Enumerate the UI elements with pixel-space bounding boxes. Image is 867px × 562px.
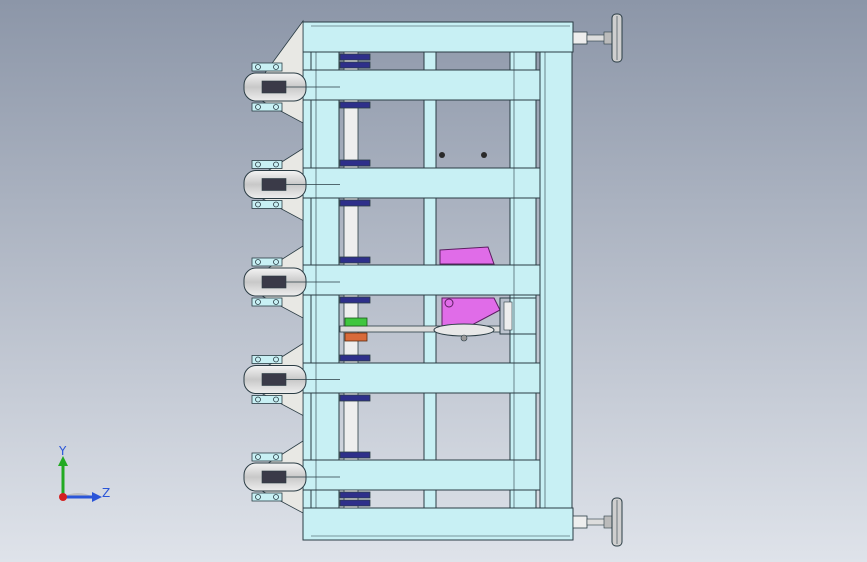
bolt-icon xyxy=(273,299,279,305)
roller-hub xyxy=(261,470,287,484)
conveyor-frame[interactable] xyxy=(302,21,574,541)
screw-icon xyxy=(481,152,487,158)
cross-beam-4[interactable] xyxy=(302,362,541,394)
foot-nut xyxy=(572,515,588,529)
shaft-group xyxy=(339,51,371,509)
roller-hub xyxy=(261,178,287,191)
frame-bottom-beam[interactable] xyxy=(302,507,574,541)
leveling-feet xyxy=(572,13,623,547)
roller-hub xyxy=(261,80,287,94)
bolt-icon xyxy=(273,454,279,460)
shaft-collar xyxy=(339,354,371,362)
bolt-icon xyxy=(273,201,279,208)
bearing-block-top xyxy=(251,355,283,364)
bearing-block-top xyxy=(251,62,283,72)
sprocket xyxy=(344,332,368,342)
shaft-collar xyxy=(339,53,371,61)
bearing-block-bottom xyxy=(251,200,283,209)
vertical-shaft xyxy=(343,197,359,266)
foot-lock-nut xyxy=(603,31,613,45)
screw-icon xyxy=(439,152,445,158)
pulley-hub-icon xyxy=(460,334,468,342)
shaft-collar xyxy=(339,394,371,402)
cross-beam-5[interactable] xyxy=(302,459,541,491)
y-arrowhead-icon xyxy=(58,456,68,466)
bolt-icon xyxy=(273,64,279,70)
leveling-foot-top[interactable] xyxy=(572,13,623,63)
cross-beam-2[interactable] xyxy=(302,167,541,199)
motor-bracket[interactable] xyxy=(499,297,537,335)
shaft-collar xyxy=(339,159,371,167)
roller-hub xyxy=(261,373,287,386)
motor-housing[interactable] xyxy=(441,297,501,327)
bolt-icon xyxy=(255,396,261,403)
bolt-icon xyxy=(273,259,279,265)
bolt-icon xyxy=(273,356,279,363)
bearing-block-top xyxy=(251,257,283,267)
bolt-icon xyxy=(255,104,261,110)
shaft-collar xyxy=(339,296,371,304)
bearing-block-top xyxy=(251,160,283,169)
shaft-collar xyxy=(339,199,371,207)
bolt-icon xyxy=(255,64,261,70)
frame-top-beam[interactable] xyxy=(302,21,574,53)
roller-5[interactable] xyxy=(243,440,340,514)
vertical-shaft xyxy=(343,99,359,169)
motor-mount-plate[interactable] xyxy=(439,246,495,265)
shaft-collar xyxy=(339,451,371,459)
z-arrowhead-icon xyxy=(92,492,102,502)
bolt-icon xyxy=(273,104,279,110)
shaft-collar xyxy=(339,499,371,507)
bolt-icon xyxy=(273,494,279,500)
foot-nut xyxy=(572,31,588,45)
motor-bracket-plate xyxy=(503,301,513,331)
bolt-icon xyxy=(255,259,261,265)
bearing-block-top xyxy=(251,452,283,462)
bolt-icon xyxy=(273,396,279,403)
shaft-collar xyxy=(339,61,371,69)
bearing-block-bottom xyxy=(251,395,283,404)
triad-origin-icon xyxy=(59,493,67,501)
chain-guide xyxy=(344,317,368,327)
frame-edge-lines xyxy=(311,25,570,537)
drive-assembly[interactable] xyxy=(339,246,537,342)
cross-beam-1[interactable] xyxy=(302,69,541,101)
bolt-icon xyxy=(255,161,261,168)
bearing-block-bottom xyxy=(251,102,283,112)
bolt-icon xyxy=(255,201,261,208)
bolt-icon xyxy=(255,356,261,363)
shaft-collar xyxy=(339,101,371,109)
axis-triad[interactable]: Y Z xyxy=(58,444,110,502)
roller-group xyxy=(243,19,340,514)
roller-hub xyxy=(261,275,287,289)
shaft-collar xyxy=(339,256,371,264)
leveling-foot-bottom[interactable] xyxy=(572,497,623,547)
bolt-icon xyxy=(255,299,261,305)
cross-beam-3[interactable] xyxy=(302,264,541,296)
bearing-block-bottom xyxy=(251,297,283,307)
z-axis-label: Z xyxy=(102,486,110,500)
roller-2[interactable] xyxy=(243,147,340,222)
bolt-icon xyxy=(255,454,261,460)
frame-screws xyxy=(439,152,487,158)
y-axis-label: Y xyxy=(58,444,67,458)
foot-lock-nut xyxy=(603,515,613,529)
shaft-collar xyxy=(339,491,371,499)
vertical-shaft xyxy=(343,392,359,461)
motor-bolt-icon xyxy=(444,298,454,308)
bolt-icon xyxy=(255,494,261,500)
bolt-icon xyxy=(273,161,279,168)
roller-1[interactable] xyxy=(243,19,340,124)
bearing-block-bottom xyxy=(251,492,283,502)
drive-pulley[interactable] xyxy=(433,323,495,337)
roller-4[interactable] xyxy=(243,342,340,417)
roller-3[interactable] xyxy=(243,245,340,319)
